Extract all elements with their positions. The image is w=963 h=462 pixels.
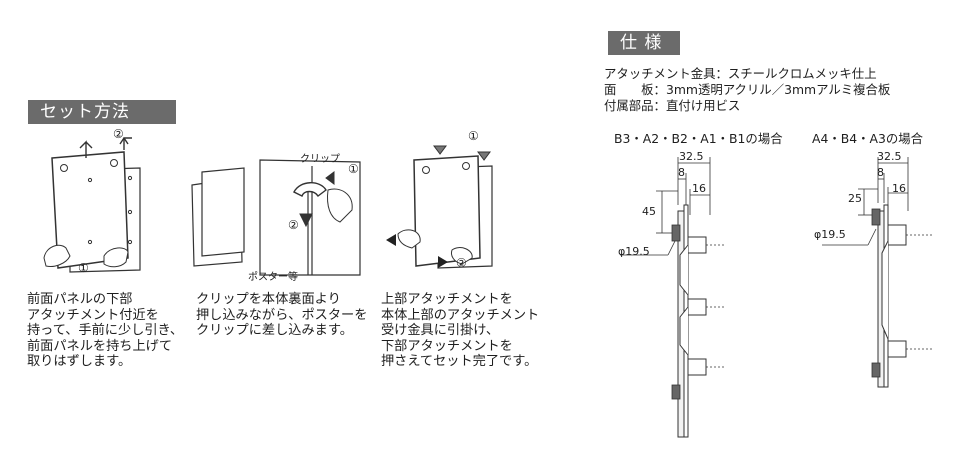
step1-illustration <box>43 137 141 273</box>
step3-illustration <box>386 145 493 269</box>
front-panel <box>413 155 481 267</box>
step2-caption: クリップを本体裏面より 押し込みながら、ポスターを クリップに差し込みます。 <box>196 292 368 338</box>
hands <box>397 229 473 265</box>
diagram-2-title: A4・B4・A3の場合 <box>812 131 924 146</box>
down-arrows <box>433 145 491 161</box>
push-arrows <box>386 234 448 268</box>
attachment-brackets <box>679 236 707 376</box>
d1-total: 32.5 <box>679 150 704 163</box>
spec-header: 仕 様 <box>608 31 680 55</box>
spec-diagram-2 <box>822 157 932 388</box>
clip-shape <box>293 182 327 198</box>
step1-caption: 前面パネルの下部 アタッチメント付近を 持って、手前に少し引き、 前面パネルを持… <box>27 292 184 369</box>
setup-header: セット方法 <box>28 100 176 124</box>
up-arrows <box>79 137 132 158</box>
d1-dia: φ19.5 <box>618 245 650 258</box>
panel-screws <box>422 162 470 174</box>
hand <box>327 188 353 223</box>
cap-mounts <box>871 208 881 378</box>
spec-line-3: 付属部品：直付け用ビス <box>604 98 741 113</box>
step1-mark-one: ① <box>78 261 89 275</box>
step3-mark-two: ② <box>456 256 467 270</box>
panel-screws <box>60 159 133 245</box>
d2-depth: 16 <box>892 182 906 195</box>
step3-caption: 上部アタッチメントを 本体上部のアタッチメント 受け金具に引掛け、 下部アタッチ… <box>381 292 540 369</box>
spec-line-2: 面 板：3mm透明アクリル／3mmアルミ複合板 <box>604 82 891 97</box>
step2-mark-two: ② <box>288 218 299 232</box>
step3-mark-one: ① <box>468 129 479 143</box>
cap-mounts <box>671 224 681 400</box>
front-panel <box>51 151 129 269</box>
poster-label: ポスター等 <box>248 272 298 283</box>
poster-sheet <box>191 167 245 267</box>
diagram-1-title: B3・A2・B2・A1・B1の場合 <box>614 131 783 146</box>
dimension-lines <box>620 157 711 256</box>
spec-line-1: アタッチメント金具：スチールクロムメッキ仕上 <box>604 66 877 81</box>
step2-mark-one: ① <box>348 162 359 176</box>
d2-dia: φ19.5 <box>814 228 846 241</box>
hands <box>43 244 129 268</box>
dimension-lines <box>822 157 909 246</box>
spec-diagram-1 <box>620 157 725 438</box>
push-arrows <box>299 171 335 228</box>
d1-height: 45 <box>642 205 656 218</box>
step2-illustration <box>191 159 361 276</box>
screw-lines <box>706 244 725 368</box>
step1-mark-two: ② <box>113 127 124 141</box>
d1-depth: 16 <box>692 182 706 195</box>
d2-height: 25 <box>848 192 862 205</box>
d2-thick: 8 <box>877 166 884 179</box>
d2-total: 32.5 <box>877 150 902 163</box>
clip-label: クリップ <box>300 154 340 165</box>
d1-thick: 8 <box>678 166 685 179</box>
screw-lines <box>906 234 932 350</box>
